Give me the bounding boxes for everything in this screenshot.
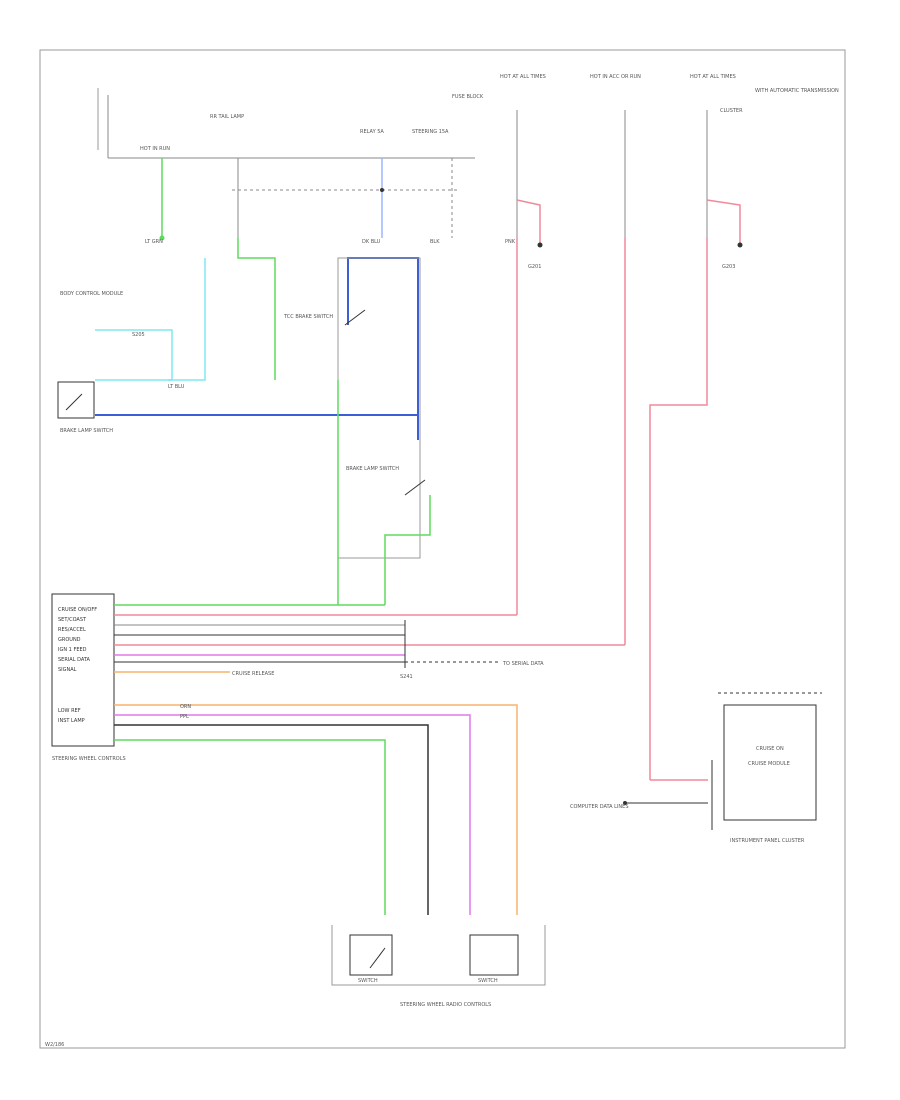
label-hot-acc-run: HOT IN ACC OR RUN [590, 74, 641, 80]
wire-green-relay-out [384, 495, 431, 605]
label-fuse-steering: STEERING 15A [412, 129, 449, 135]
wire-pink-main-3 [649, 238, 708, 780]
wire-black-lower [114, 724, 429, 915]
label-body-control: BODY CONTROL MODULE [60, 291, 123, 297]
wire-green-lower [114, 739, 386, 915]
page-number: W2/186 [45, 1042, 64, 1048]
pin-res-accel: RES/ACCEL [58, 627, 86, 633]
wire-orange-lower [114, 704, 518, 915]
wire-label-pnk: PNK [505, 239, 516, 245]
pin-low-ref: LOW REF [58, 708, 81, 714]
steering-switch-left [349, 934, 393, 976]
label-tcc-switch: TCC BRAKE SWITCH [283, 314, 333, 320]
wire-label-ltblu: LT BLU [168, 384, 185, 390]
label-ground-2: G203 [722, 264, 735, 270]
label-cruise-control-module: STEERING WHEEL CONTROLS [52, 756, 126, 762]
pin-ground: GROUND [58, 637, 81, 643]
wire-label-orn: ORN [180, 704, 191, 710]
label-note-right: WITH AUTOMATIC TRANSMISSION [755, 88, 839, 94]
wire-cyan-2 [95, 329, 173, 380]
steering-switch-frame [331, 925, 546, 986]
label-ground-1: G201 [528, 264, 541, 270]
connector-dot [623, 801, 627, 805]
ground-symbol [737, 242, 743, 248]
label-brake-switch-left: BRAKE LAMP SWITCH [60, 428, 113, 434]
pin-ign: IGN 1 FEED [58, 647, 87, 653]
label-brake-switch: BRAKE LAMP SWITCH [346, 466, 399, 472]
ground-symbol [537, 242, 543, 248]
label-to-serial-data: TO SERIAL DATA [502, 661, 544, 667]
label-switch-right: SWITCH [478, 978, 498, 984]
label-cruise-release: CRUISE RELEASE [232, 671, 274, 677]
wire-pink-a [516, 199, 541, 245]
switch-symbol [369, 947, 386, 969]
cruise-control-module-box [51, 593, 115, 747]
label-instrument-cluster: INSTRUMENT PANEL CLUSTER [730, 838, 805, 844]
tcc-switch-box [337, 257, 421, 559]
wire-green-left [237, 238, 276, 380]
steering-switch-right [469, 934, 519, 976]
label-splice-left: S205 [132, 332, 145, 338]
pin-serial-data: SERIAL DATA [58, 657, 91, 663]
wire-cyan-1 [168, 258, 206, 381]
label-cruise-module-box: CRUISE MODULE [748, 761, 790, 767]
pin-cruise-on-off: CRUISE ON/OFF [58, 607, 97, 613]
brake-lamp-switch-box [57, 381, 95, 419]
wire-label-blk: BLK [430, 239, 440, 245]
label-fuse-column: RELAY 5A [360, 129, 384, 135]
wire-label-dkblu: DK BLU [362, 239, 381, 245]
label-switch-left: SWITCH [358, 978, 378, 984]
connector-dot [159, 235, 165, 241]
wire-label-ltgrn: LT GRN [145, 239, 163, 245]
label-indicator: CRUISE ON [756, 746, 784, 752]
page-frame [39, 49, 846, 1049]
label-cluster: CLUSTER [720, 108, 743, 114]
instrument-cluster-box [723, 704, 817, 821]
label-hot-at-all-times-2: HOT AT ALL TIMES [690, 74, 736, 80]
pin-signal: SIGNAL [58, 667, 77, 673]
connector-dot [380, 188, 384, 192]
switch-symbol [344, 309, 366, 326]
label-steering-wheel-controls: STEERING WHEEL RADIO CONTROLS [400, 1002, 491, 1008]
label-rear-tail-lamp: RR TAIL LAMP [210, 114, 244, 120]
pin-set-coast: SET/COAST [58, 617, 87, 623]
pin-inst: INST LAMP [58, 718, 85, 724]
switch-symbol [65, 393, 83, 411]
switch-symbol [404, 479, 426, 496]
wire-label-ppl: PPL [180, 714, 189, 720]
label-fuse-block: FUSE BLOCK [452, 94, 484, 100]
label-splice-center: S241 [400, 674, 413, 680]
label-fuse-hot-in-run: HOT IN RUN [140, 146, 170, 152]
wire-magenta-lower [114, 714, 471, 915]
label-computer-data: COMPUTER DATA LINES [570, 804, 629, 810]
wire-pink-b [706, 199, 741, 245]
label-hot-at-all-times-1: HOT AT ALL TIMES [500, 74, 546, 80]
